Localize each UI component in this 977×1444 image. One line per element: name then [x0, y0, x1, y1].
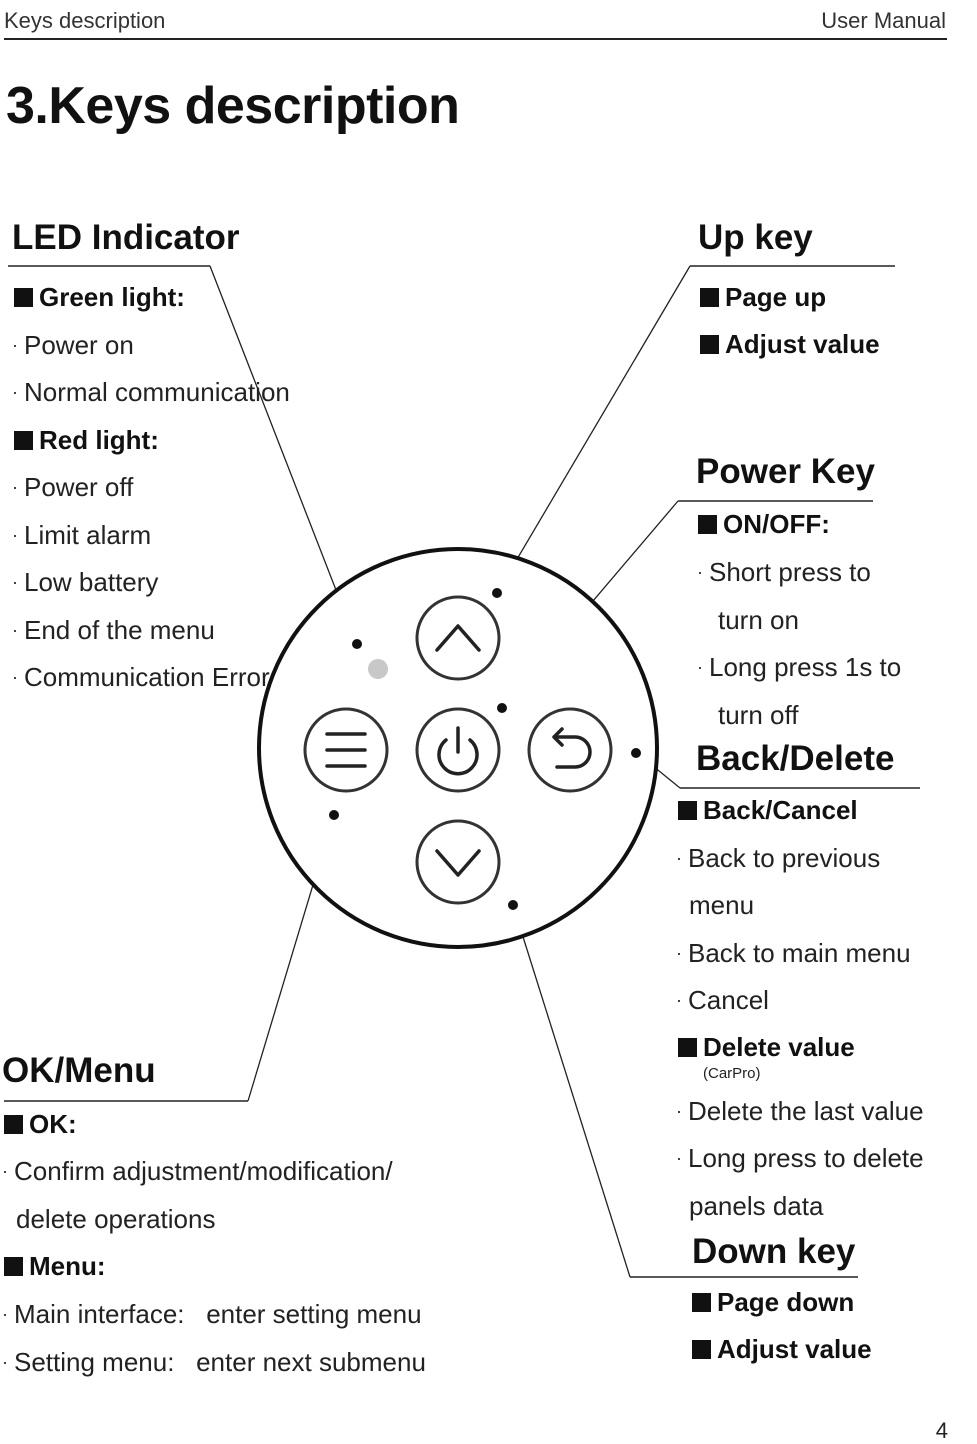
down-title: Down key	[692, 1232, 856, 1271]
back-icon	[552, 727, 592, 769]
header-right: User Manual	[821, 8, 946, 33]
up-item: Page up	[700, 282, 826, 313]
power-line: ·Short press to	[697, 557, 871, 587]
ok-label: OK:	[4, 1109, 77, 1140]
back-line: ·Cancel	[676, 985, 769, 1015]
led-indicator	[368, 659, 388, 679]
up-leader-dot	[492, 588, 502, 598]
red-light-label: Red light:	[14, 425, 159, 456]
header-left: Keys description	[4, 8, 166, 33]
menu-label: Menu:	[4, 1251, 106, 1282]
square-bullet-icon	[692, 1340, 711, 1359]
power-line: ·Long press 1s to	[697, 652, 902, 682]
menu-button[interactable]	[303, 707, 389, 793]
power-line: turn on	[718, 605, 799, 635]
up-leader	[496, 265, 691, 594]
down-leader-dot	[508, 900, 518, 910]
back-leader-dot	[631, 748, 641, 758]
green-light-label: Green light:	[14, 282, 185, 313]
led-item: ·Power off	[12, 472, 134, 502]
menu-icon	[325, 732, 367, 768]
page-number: 4	[935, 1418, 948, 1443]
square-bullet-icon	[14, 431, 33, 450]
square-bullet-icon	[700, 288, 719, 307]
square-bullet-icon	[698, 515, 717, 534]
back-line: ·Delete the last value	[676, 1096, 924, 1126]
square-bullet-icon	[678, 801, 697, 820]
power-button[interactable]	[415, 707, 501, 793]
back-line: panels data	[689, 1191, 824, 1221]
back-line: ·Back to main menu	[676, 938, 911, 968]
back-cancel-label: Back/Cancel	[678, 795, 858, 826]
led-leader-dot	[352, 639, 362, 649]
ok-title: OK/Menu	[2, 1051, 156, 1090]
up-button[interactable]	[415, 595, 501, 681]
page-title: 3.Keys description	[6, 77, 460, 135]
delete-value-label: Delete value	[678, 1032, 855, 1063]
square-bullet-icon	[4, 1257, 23, 1276]
back-title: Back/Delete	[696, 739, 895, 778]
back-button[interactable]	[527, 707, 613, 793]
back-line: ·Back to previous	[676, 843, 881, 873]
led-item: ·Power on	[12, 330, 134, 360]
power-title: Power Key	[696, 452, 875, 491]
up-arrow-icon	[435, 624, 481, 652]
square-bullet-icon	[692, 1293, 711, 1312]
ok-line: ·Confirm adjustment/modification/	[2, 1156, 393, 1186]
down-button[interactable]	[415, 819, 501, 905]
down-item: Page down	[692, 1287, 854, 1318]
power-icon	[437, 726, 479, 776]
down-leader	[512, 904, 631, 1278]
back-line: ·Long press to delete	[676, 1143, 924, 1173]
power-label: ON/OFF:	[698, 509, 830, 540]
up-item: Adjust value	[700, 329, 880, 360]
header-rule	[4, 38, 947, 40]
carpro-note: (CarPro)	[703, 1065, 761, 1082]
ok-leader-dot	[329, 810, 339, 820]
led-leader	[209, 265, 358, 645]
square-bullet-icon	[700, 335, 719, 354]
power-leader-dot	[497, 703, 507, 713]
down-item: Adjust value	[692, 1334, 872, 1365]
led-item: ·Low battery	[12, 567, 159, 597]
ok-line: delete operations	[16, 1204, 216, 1234]
back-line: menu	[689, 890, 755, 920]
square-bullet-icon	[4, 1115, 23, 1134]
led-item: ·Limit alarm	[12, 520, 152, 550]
down-arrow-icon	[435, 849, 481, 877]
square-bullet-icon	[14, 288, 33, 307]
power-line: turn off	[718, 700, 799, 730]
led-item: ·Communication Error	[12, 662, 270, 692]
led-title: LED Indicator	[12, 218, 240, 257]
up-title: Up key	[698, 218, 813, 257]
menu-line: ·Setting menu: enter next submenu	[2, 1347, 426, 1377]
square-bullet-icon	[678, 1038, 697, 1057]
led-item: ·End of the menu	[12, 615, 215, 645]
menu-line: ·Main interface: enter setting menu	[2, 1299, 422, 1329]
led-item: ·Normal communication	[12, 377, 290, 407]
